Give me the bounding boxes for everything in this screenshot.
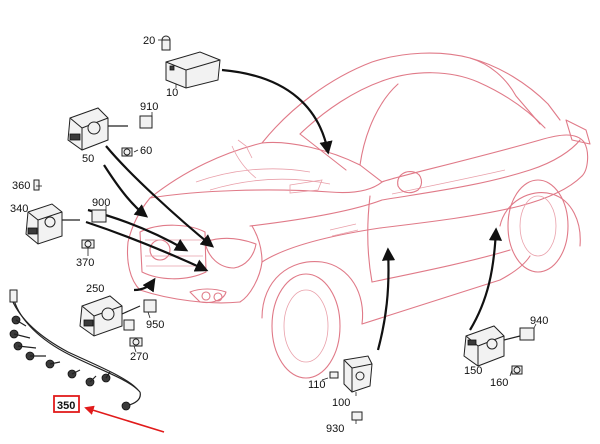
label-360: 360	[12, 180, 30, 192]
wiring-harness-350	[9, 289, 141, 411]
vehicle-outline	[126, 52, 591, 379]
label-940: 940	[530, 315, 548, 327]
label-150: 150	[464, 365, 482, 377]
sensor-340	[25, 179, 107, 249]
label-110: 110	[308, 379, 326, 391]
label-350: 350	[57, 400, 75, 412]
label-160: 160	[490, 377, 508, 389]
label-950: 950	[146, 319, 164, 331]
sensor-250	[79, 295, 157, 347]
highlight-box	[53, 395, 80, 413]
label-370: 370	[76, 257, 94, 269]
label-60: 60	[140, 145, 152, 157]
label-900: 900	[92, 197, 110, 209]
control-unit-10	[161, 35, 221, 89]
part-labels: 20 10 910 50 60 360 340 900 370 250 950 …	[10, 35, 548, 435]
highlight-350: 350	[53, 395, 165, 433]
label-100: 100	[332, 397, 350, 409]
pointer-arrows	[85, 68, 503, 351]
label-250: 250	[86, 283, 104, 295]
label-50: 50	[82, 153, 94, 165]
label-270: 270	[130, 351, 148, 363]
sensor-100	[329, 355, 373, 421]
sensor-150	[463, 325, 535, 375]
label-20: 20	[143, 35, 155, 47]
label-leaders	[36, 39, 537, 424]
highlight-arrow	[84, 405, 165, 433]
sensor-50	[67, 107, 153, 157]
label-340: 340	[10, 203, 28, 215]
label-10: 10	[166, 87, 178, 99]
label-910: 910	[140, 101, 158, 113]
label-930: 930	[326, 423, 344, 435]
